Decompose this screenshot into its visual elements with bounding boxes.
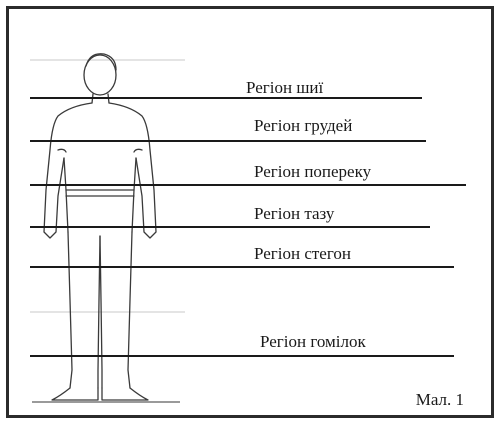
region-label-pelvis: Регіон тазу [254, 204, 334, 224]
region-line-hips [30, 266, 454, 268]
region-line-pelvis [30, 226, 430, 228]
region-label-hips: Регіон стегон [254, 244, 351, 264]
region-label-chest: Регіон грудей [254, 116, 352, 136]
region-label-lower-back: Регіон попереку [254, 162, 371, 182]
region-label-neck: Регіон шиї [246, 78, 323, 98]
region-label-shins: Регіон гомілок [260, 332, 366, 352]
region-line-neck [30, 97, 422, 99]
region-line-lower-back [30, 184, 466, 186]
figure-caption: Мал. 1 [416, 390, 464, 410]
region-line-shins [30, 355, 454, 357]
region-line-chest [30, 140, 426, 142]
